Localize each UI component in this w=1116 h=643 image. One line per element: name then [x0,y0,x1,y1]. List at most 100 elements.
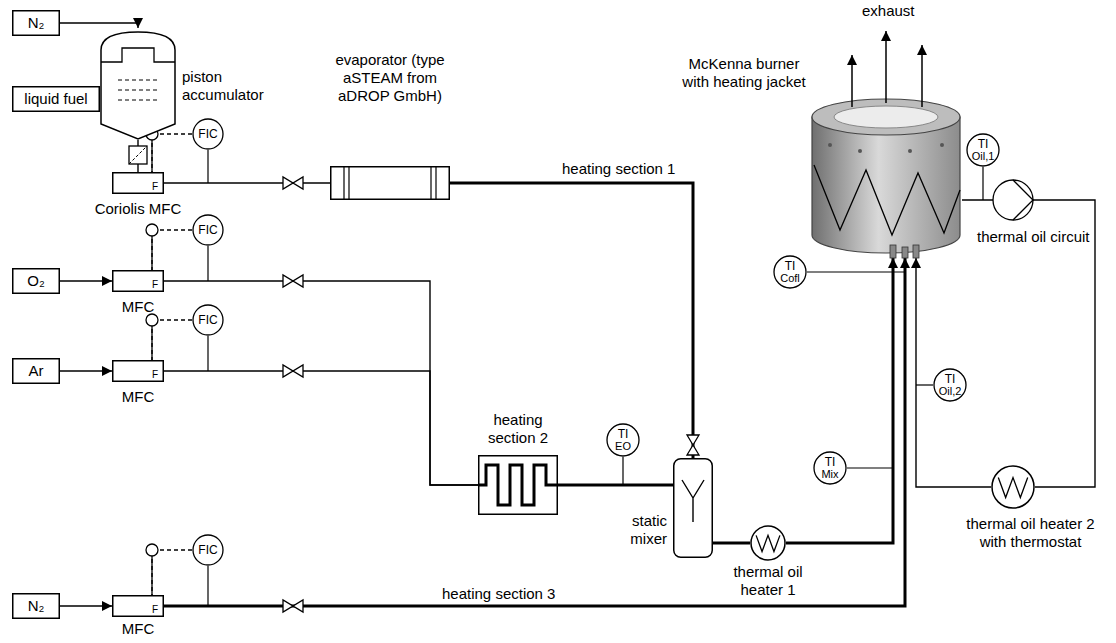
node-outline [330,166,450,200]
drawing-circle [607,424,639,456]
drawing-line [885,31,887,103]
drawing-rect [113,361,164,382]
drawing-line [151,236,152,270]
rect-node: N₂ [12,593,60,619]
drawing-path [687,435,699,455]
drawing-line [348,167,349,199]
drawing-circle [992,466,1034,508]
node-label: EO [606,440,640,453]
rect-node: liquid fuel [12,86,100,112]
node-label: TI [773,259,807,273]
node-label: thermal oil heater 1 [728,563,808,599]
node-label: F [152,369,163,381]
pipe-line [916,258,991,487]
valve-symbols [283,177,699,612]
drawing-path [1013,180,1033,220]
pipe-line [558,484,673,487]
drawing-path [101,32,175,139]
node-label: piston accumulator [182,68,277,104]
node-label: MFC [88,620,188,638]
mixer-node: static mixer [673,458,713,558]
node-label: Oil,1 [966,150,1000,163]
drawing-polyline [998,478,1027,498]
drawing-rect [129,146,147,164]
node-label: F [152,604,163,616]
pipe-line [164,182,330,183]
node-label: FIC [192,313,224,327]
drawing-circle [967,134,999,166]
drawing-line [851,55,853,107]
node-label: F [152,181,163,193]
node-label: McKenna burner with heating jacket [680,55,808,91]
node-label: Coriolis MFC [88,200,188,218]
drawing-path [101,48,175,62]
pipe-line [60,23,138,28]
node-label: FIC [192,223,224,237]
node-outline [100,28,176,140]
node-label: FIC [192,543,224,557]
drawing-circle [193,215,223,245]
drawing-path [682,480,704,522]
drawing-rect [890,245,896,258]
heater-node: thermal oil heater 1 [750,525,786,561]
rect-node: Ar [12,358,60,384]
drawing-path [478,465,558,505]
drawing-polyline [814,165,960,235]
node-label: liquid fuel [12,90,100,108]
free-label: heating section 1 [560,160,677,178]
drawing-line [343,167,344,199]
mfc-node: FMFC [112,595,164,617]
pipe-line [60,280,112,281]
drawing-rect [13,87,100,112]
signal-line [152,320,192,360]
drawing-rect [113,271,164,292]
pump-symbol [993,180,1033,220]
node-outline [991,465,1035,509]
drawing-line [435,167,436,199]
drawing-line [916,384,933,385]
pipe-line [164,371,478,485]
drawing-circle [993,180,1033,220]
drawing-rect [13,269,60,294]
drawing-circle [751,526,785,560]
drawing-line [118,80,158,81]
instrument-circle: TIEO [606,423,640,457]
drawing-rect [902,247,908,258]
node-outline [478,455,558,515]
node-label: thermal oil heater 2 with thermostat [963,515,1098,551]
evap-node: evaporator (type aSTEAM from aDROP GmbH) [330,166,450,200]
drawing-line [807,271,905,272]
drawing-line [151,140,152,172]
drawing-line [118,100,158,101]
drawing-rect [331,167,450,200]
instrument-circle: FIC [192,214,224,246]
pipe-line [962,200,1095,487]
drawing-circle [940,143,944,147]
drawing-circle [193,535,223,565]
mfc-node: FMFC [112,270,164,292]
mfc-node: FCoriolis MFC [112,172,164,194]
drawing-path [283,365,303,377]
drawing-g [118,80,158,100]
node-label: static mixer [613,512,667,548]
drawing-line [151,556,152,595]
pipe-line [164,258,905,606]
node-label: evaporator (type aSTEAM from aDROP GmbH) [320,51,460,105]
pipe-line [60,370,112,371]
burner-node: McKenna burner with heating jacket [810,95,962,258]
rect-node: O₂ [12,268,60,294]
node-label: N₂ [12,14,60,32]
instrument-circle: TIOil,1 [966,133,1000,167]
instrument-circle: FIC [192,118,224,150]
signal-line [152,134,192,172]
drawing-line [430,167,431,199]
node-outline [750,525,786,561]
filter-symbol [129,146,147,164]
instrument-circle: TICofl [773,255,807,289]
instrument-circle: TIOil,2 [933,368,967,402]
signal-line [152,230,192,270]
heater-node: thermal oil heater 2 with thermostat [991,465,1035,509]
node-label: TI [933,372,967,386]
drawing-rect [113,596,164,617]
